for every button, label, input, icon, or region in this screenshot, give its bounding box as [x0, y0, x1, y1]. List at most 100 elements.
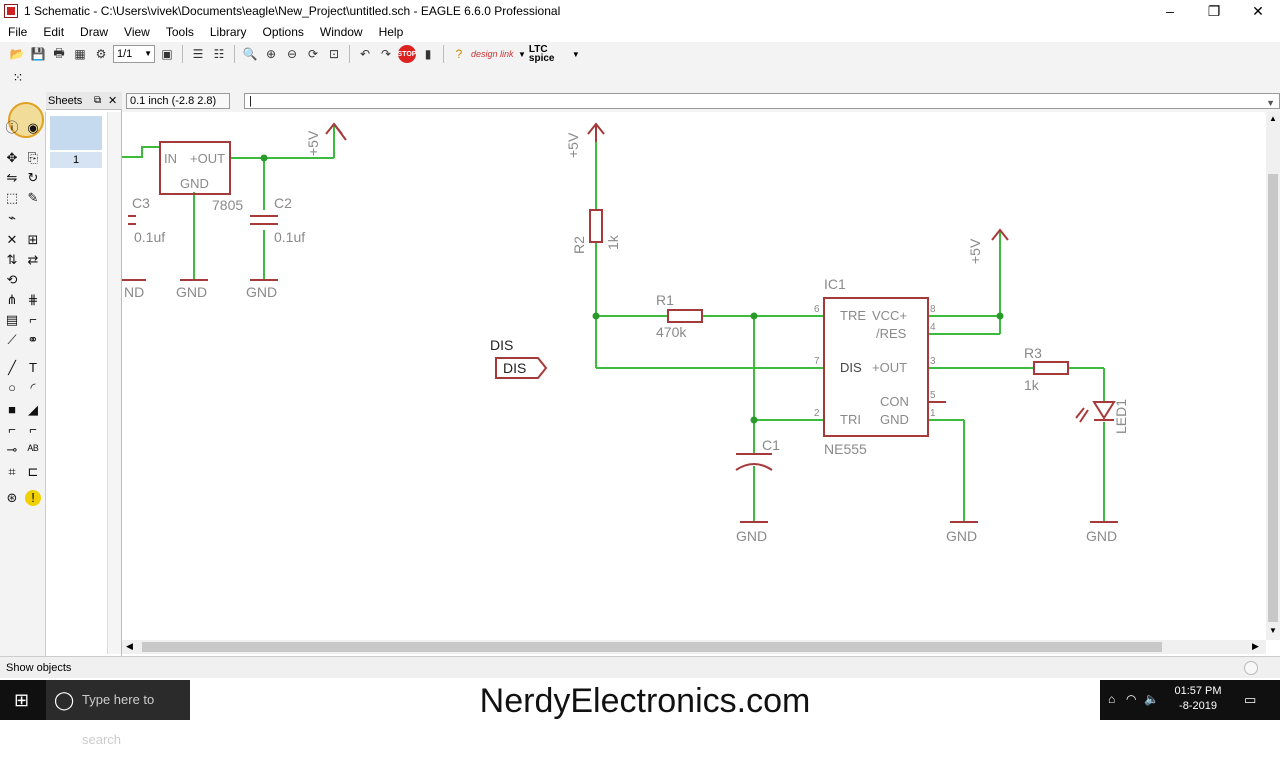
miter-icon[interactable]: ⌐	[29, 312, 37, 327]
chevron-down-icon[interactable]: ▼	[518, 49, 526, 59]
split-icon[interactable]: ⟋	[7, 332, 17, 347]
wifi-icon[interactable]: ◠	[1126, 692, 1137, 706]
menu-file[interactable]: File	[8, 25, 28, 39]
notifications-icon[interactable]: ▭	[1244, 692, 1257, 707]
zoom-in-icon[interactable]: ⊕	[265, 47, 277, 61]
print-icon[interactable]: 🖶	[53, 45, 65, 60]
value-icon[interactable]: ⋕	[27, 292, 39, 307]
horizontal-scrollbar[interactable]: ◀ ▶	[122, 640, 1266, 654]
info-icon[interactable]: ⓘ	[5, 120, 19, 135]
group-icon[interactable]: ⬚	[5, 190, 19, 205]
chevron-right-icon[interactable]: ▶	[1252, 641, 1259, 651]
stop-icon[interactable]: STOP	[398, 45, 416, 63]
chevron-down-icon[interactable]: ▼	[1266, 98, 1275, 108]
close-button[interactable]: ✕	[1252, 2, 1264, 19]
smash-icon[interactable]: ▤	[5, 312, 19, 327]
chevron-left-icon[interactable]: ◀	[126, 641, 133, 651]
pin-tre: TRE	[840, 308, 866, 323]
add-icon[interactable]: ⊞	[27, 232, 39, 247]
arc-icon[interactable]: ◜	[30, 380, 36, 395]
volume-icon[interactable]: 🔈	[1144, 692, 1159, 706]
chevron-up-icon[interactable]: ▲	[1269, 114, 1277, 123]
redraw-icon[interactable]: ⟳	[307, 47, 319, 61]
chevron-down-icon[interactable]: ▼	[571, 49, 580, 59]
menu-edit[interactable]: Edit	[43, 25, 65, 39]
erc-icon[interactable]: ⊛	[6, 490, 18, 505]
errors-icon[interactable]: !	[25, 490, 41, 506]
minimize-button[interactable]: –	[1166, 3, 1174, 19]
sheet-number[interactable]: 1	[50, 152, 102, 168]
save-icon[interactable]: 💾	[30, 47, 46, 61]
horizontal-scroll-thumb[interactable]	[142, 642, 1162, 652]
zoom-fit-icon[interactable]: 🔍	[242, 47, 258, 61]
undo-icon[interactable]: ↶	[359, 47, 371, 61]
polygon-icon[interactable]: ◢	[28, 402, 38, 417]
taskbar-clock[interactable]: 01:57 PM -8-2019	[1160, 684, 1236, 714]
designlink-button[interactable]: design link	[471, 48, 514, 59]
sheet-select[interactable]: 1/1▼	[113, 45, 155, 63]
toolbar-divider	[234, 45, 235, 63]
help-icon[interactable]: ?	[455, 47, 463, 61]
text-icon[interactable]: T	[29, 360, 37, 375]
menu-window[interactable]: Window	[319, 25, 363, 39]
vertical-scrollbar[interactable]: ▲ ▼	[1266, 112, 1280, 640]
float-icon[interactable]: ⧉	[94, 95, 102, 106]
grid-icon[interactable]: ⁙	[12, 70, 24, 85]
change-icon[interactable]: ✎	[27, 190, 39, 205]
taskbar-search[interactable]: ◯ Type here to search	[46, 680, 196, 747]
move-icon[interactable]: ✥	[6, 150, 18, 165]
resistor-r3	[1033, 361, 1069, 375]
zoom-out-icon[interactable]: ⊖	[286, 47, 298, 61]
menu-view[interactable]: View	[124, 25, 150, 39]
sheets-scrollbar[interactable]	[107, 112, 121, 654]
label-icon[interactable]: ᴬᴮ	[27, 442, 39, 457]
network-icon[interactable]: ⌂	[1108, 692, 1116, 706]
net-icon[interactable]: ⌐	[29, 422, 37, 437]
rotate-icon[interactable]: ↻	[27, 170, 39, 185]
mirror-icon[interactable]: ⇋	[6, 170, 18, 185]
menu-help[interactable]: Help	[378, 25, 404, 39]
dimension-icon[interactable]: ⊏	[27, 464, 39, 479]
wire-icon[interactable]: ╱	[8, 360, 16, 375]
use-icon[interactable]: ▣	[161, 47, 173, 61]
attribute-icon[interactable]: ⌗	[8, 464, 16, 479]
menu-library[interactable]: Library	[209, 25, 247, 39]
redo-icon[interactable]: ↷	[380, 47, 392, 61]
go-icon[interactable]: ▮	[424, 47, 432, 61]
menu-tools[interactable]: Tools	[165, 25, 194, 39]
delete-icon[interactable]: ✕	[6, 232, 18, 247]
menu-draw[interactable]: Draw	[80, 25, 109, 39]
copy-icon[interactable]: ⎘	[27, 150, 39, 165]
command-input[interactable]: |▼	[244, 93, 1280, 109]
replace-icon[interactable]: ⟲	[6, 272, 18, 287]
schematic-canvas[interactable]: IN +OUT GND 7805 C3 0.1uf C2 0.1uf ND GN…	[122, 112, 1268, 640]
close-icon[interactable]: ✕	[108, 95, 118, 107]
vertical-scroll-thumb[interactable]	[1268, 174, 1278, 622]
search-icon: ◯	[54, 690, 75, 710]
restore-button[interactable]: ❐	[1207, 2, 1221, 19]
bus-icon[interactable]: ⌐	[8, 422, 16, 437]
chevron-down-icon[interactable]: ▼	[1269, 626, 1277, 635]
paste-icon[interactable]: ⌁	[8, 210, 16, 225]
zoom-select-icon[interactable]: ⊡	[328, 47, 340, 61]
label-r2-value: 1k	[605, 234, 621, 250]
label-gnd1: GND	[176, 284, 207, 300]
show-icon[interactable]: ◉	[27, 120, 39, 135]
invoke-icon[interactable]: ⚭	[27, 332, 39, 347]
name-icon[interactable]: ⋔	[6, 292, 18, 307]
rect-icon[interactable]: ■	[8, 402, 16, 417]
circle-icon[interactable]: ○	[8, 380, 16, 395]
board-icon[interactable]: ⚙	[95, 47, 107, 61]
open-icon[interactable]: 📂	[9, 47, 25, 61]
ltcspice-button[interactable]: LTC spice	[528, 44, 555, 64]
script-icon[interactable]: ☰	[192, 47, 204, 61]
menu-options[interactable]: Options	[262, 25, 304, 39]
sheet-thumbnail[interactable]	[50, 116, 102, 150]
run-icon[interactable]: ☷	[213, 47, 225, 61]
cam-icon[interactable]: ▦	[74, 47, 86, 61]
pinswap-icon[interactable]: ⇅	[6, 252, 18, 267]
ic-ne555	[823, 297, 929, 437]
windows-start-icon[interactable]: ⊞	[14, 690, 30, 710]
junction-icon[interactable]: ⊸	[6, 442, 18, 457]
gateswap-icon[interactable]: ⇄	[27, 252, 39, 267]
